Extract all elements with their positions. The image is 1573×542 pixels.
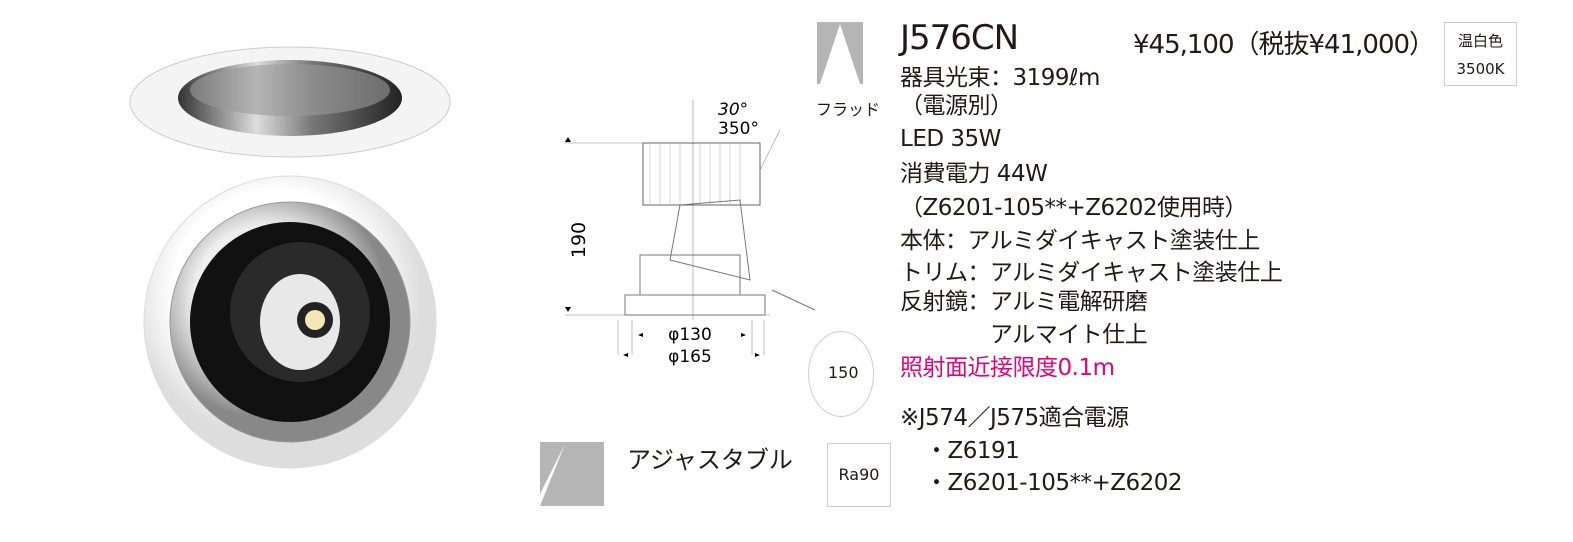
spec-power-separate: （電源別） [900,93,1013,119]
height-dim: 190 [568,222,590,258]
outer-diameter: φ165 [668,347,712,367]
product-photo-front [143,175,437,469]
beam-label: フラッド [816,100,881,119]
spec-consumption: 消費電力 44W [900,161,1048,187]
inner-diameter: φ130 [668,325,712,345]
spec-condition: （Z6201-105**+Z6202使用時） [900,195,1248,221]
dimension-drawing: 190 30° 350° φ130 φ165 [565,100,816,367]
color-kelvin: 3500K [1456,60,1505,78]
cutout-circle: 150 [808,331,874,417]
power-note: ※J574／J575適合電源 [900,405,1129,431]
flood-beam-icon [817,22,863,84]
ra-badge: Ra90 [827,443,891,507]
spec-lumen: 器具光束：3199ℓm [900,65,1100,91]
color-name: 温白色 [1457,32,1503,50]
spec-trim: トリム：アルミダイキャスト塗装仕上 [900,260,1283,286]
adjustable-icon [540,442,604,506]
spec-reflector: 反射鏡：アルミ電解研磨 [900,289,1148,315]
proximity-warning: 照射面近接限度0.1m [900,355,1115,381]
product-photo-angled [129,46,451,158]
price: ¥45,100（税抜¥41,000） [1133,30,1435,60]
rotate-angle: 350° [718,119,759,139]
spec-led: LED 35W [900,126,1001,152]
color-temp-badge: 温白色 3500K [1444,22,1517,86]
spec-body: 本体：アルミダイキャスト塗装仕上 [900,228,1260,254]
cutout-size: 150 [828,363,859,382]
tilt-angle: 30° [718,100,748,120]
power-item: ・Z6191 [925,438,1020,464]
spec-reflector-finish: アルマイト仕上 [990,322,1148,348]
power-item: ・Z6201-105**+Z6202 [925,470,1183,496]
model-number: J576CN [900,18,1019,58]
adjustable-label: アジャスタブル [627,446,793,474]
